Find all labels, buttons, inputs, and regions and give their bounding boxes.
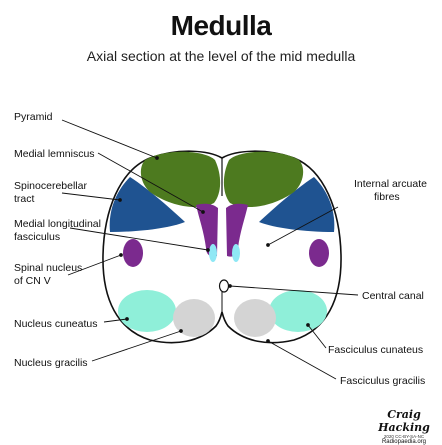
leader-dot-internal-arcuate <box>266 243 270 247</box>
credit-signature: Craig Hacking <box>378 408 430 434</box>
mlf-left <box>209 244 217 262</box>
leader-dot-medial-lemniscus <box>201 210 205 214</box>
spinocerebellar-tract-left <box>109 177 185 232</box>
leader-fasciculus-cunateus <box>307 324 327 349</box>
label-internal-arcuate-2: fibres <box>374 191 400 203</box>
leader-fasciculus-gracilis <box>267 340 337 380</box>
leader-dot-mlf <box>206 248 210 252</box>
leader-medial-lemniscus <box>97 152 204 213</box>
nucleus-gracilis-left <box>173 299 215 337</box>
mlf-right <box>232 244 240 262</box>
medial-lemniscus-right <box>226 203 248 257</box>
label-spinocerebellar-1: Spinocerebellar <box>14 180 87 192</box>
leader-spinocerebellar <box>61 192 121 201</box>
label-spinal-nucleus-1: Spinal nucleus <box>14 262 82 274</box>
credit-license: 2020 CC-BY-SA-NC <box>383 434 425 439</box>
leader-internal-arcuate <box>267 206 339 246</box>
leader-dot-nucleus-cuneatus <box>125 317 129 321</box>
nucleus-cuneatus-left <box>118 290 176 332</box>
central-canal <box>218 279 230 293</box>
label-spinocerebellar-2: tract <box>14 193 35 205</box>
leader-pyramid <box>61 119 158 159</box>
diagram-subtitle: Axial section at the level of the mid me… <box>86 48 356 64</box>
label-nucleus-gracilis: Nucleus gracilis <box>14 357 88 369</box>
nucleus-cuneatus-right <box>269 290 327 332</box>
pyramid-left <box>140 151 221 208</box>
spinal-nucleus-cn5-right <box>309 239 329 267</box>
label-mlf-2: fasciculus <box>14 231 60 243</box>
spinal-nucleus-cn5-left <box>123 239 143 267</box>
label-fasciculus-cunateus: Fasciculus cunateus <box>328 344 423 356</box>
leader-nucleus-cuneatus <box>103 318 128 323</box>
label-internal-arcuate-1: Internal arcuate <box>354 178 427 190</box>
leader-dot-pyramid <box>155 156 159 160</box>
leader-dot-spinal-nucleus <box>119 253 123 257</box>
label-medial-lemniscus: Medial lemniscus <box>14 148 95 160</box>
leader-mlf <box>69 227 209 251</box>
credit-site: Radiopaedia.org <box>381 439 427 445</box>
label-spinal-nucleus-2: of CN V <box>14 275 51 287</box>
diagram-title: Medulla <box>170 10 272 41</box>
pyramid-right <box>223 151 304 208</box>
leader-central-canal <box>229 285 359 296</box>
leader-dot-central-canal <box>228 284 232 288</box>
leader-dot-spinocerebellar <box>118 198 122 202</box>
medial-lemniscus-left <box>196 203 218 257</box>
label-nucleus-cuneatus: Nucleus cuneatus <box>14 318 97 330</box>
label-fasciculus-gracilis: Fasciculus gracilis <box>340 375 425 387</box>
label-pyramid: Pyramid <box>14 111 53 123</box>
leader-dot-nucleus-gracilis <box>179 329 183 333</box>
leader-spinal-nucleus <box>67 254 122 276</box>
leader-dot-fasciculus-cunateus <box>306 323 310 327</box>
nucleus-gracilis-right <box>234 299 276 337</box>
label-central-canal: Central canal <box>362 290 424 302</box>
leader-lines <box>61 119 359 380</box>
leader-dot-fasciculus-gracilis <box>266 339 270 343</box>
leader-nucleus-gracilis <box>91 330 182 362</box>
credit-stamp: Craig Hacking 2020 CC-BY-SA-NC Radiopaed… <box>372 408 436 445</box>
label-mlf-1: Medial longitudinal <box>14 218 101 230</box>
spinocerebellar-tract-right <box>259 177 335 232</box>
